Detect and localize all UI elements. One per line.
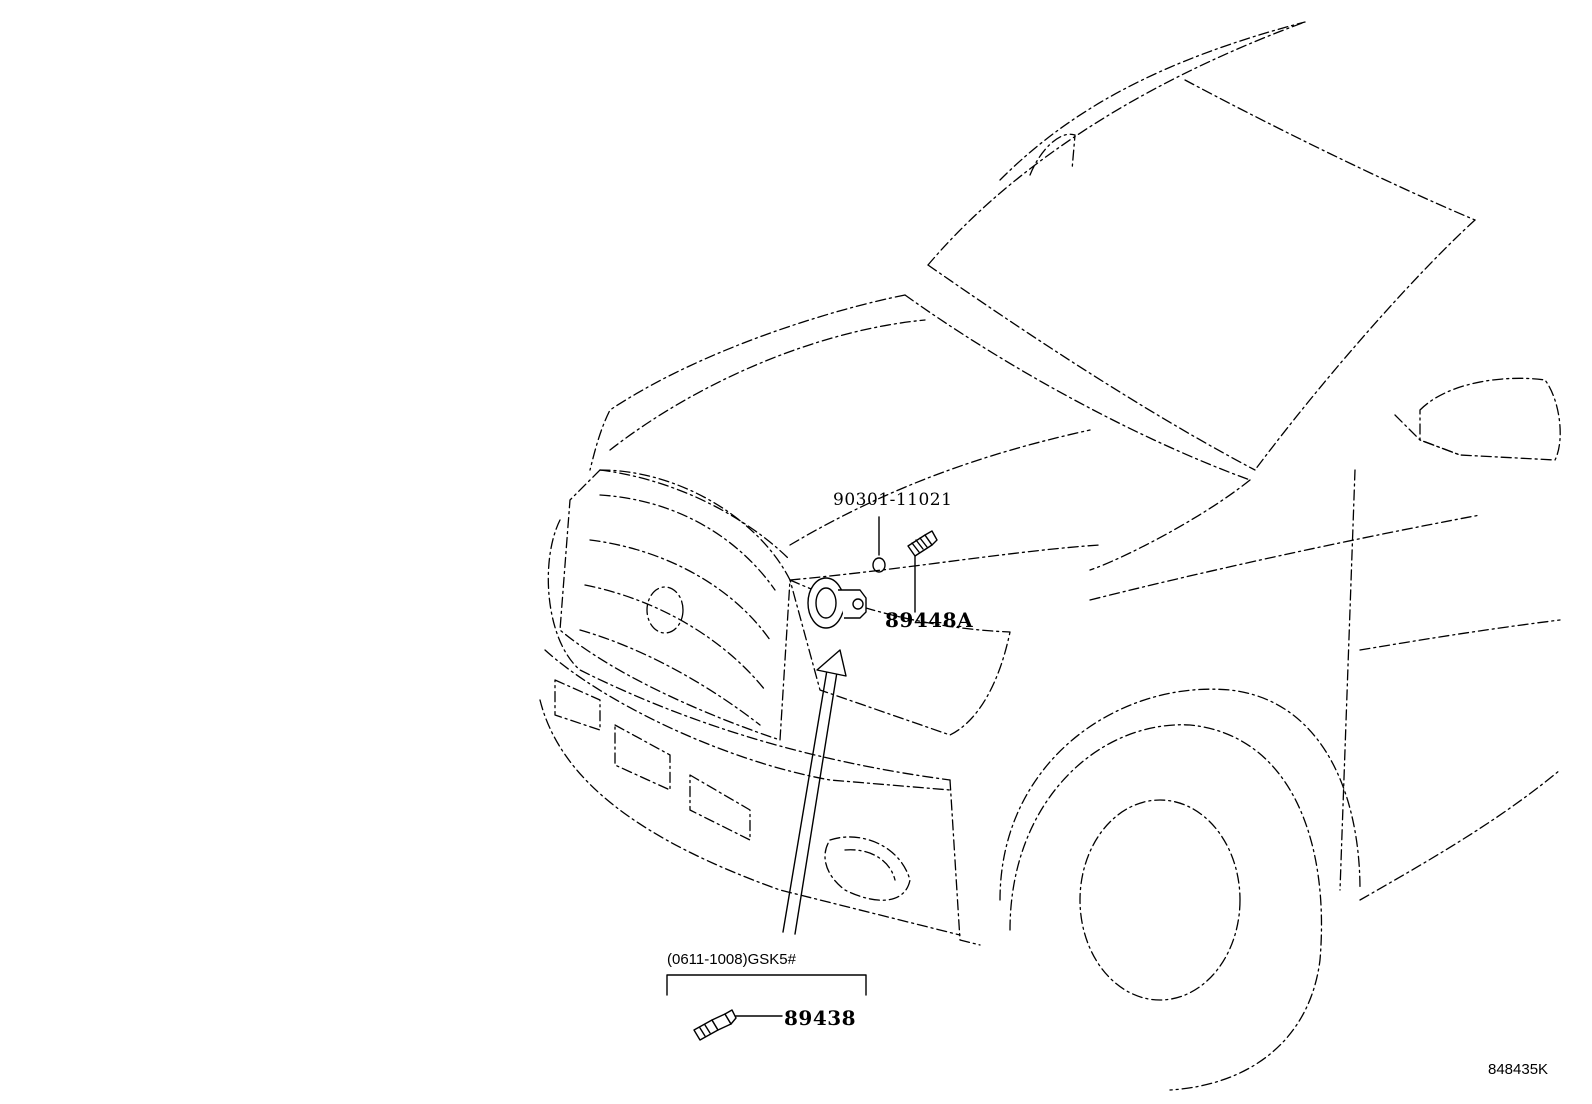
antenna	[1029, 133, 1076, 176]
bumper-slot-3	[689, 774, 751, 841]
roof-line-inner	[999, 21, 1306, 181]
body-side-1	[1089, 514, 1481, 601]
hood-crease-left	[609, 319, 926, 451]
door-line	[1339, 469, 1356, 891]
hood-crease-mid	[789, 429, 1091, 546]
a-pillar	[1254, 219, 1476, 471]
fog-lamp-inner	[844, 849, 896, 881]
roof-line	[927, 21, 1306, 266]
arrow-shaft-left	[782, 669, 828, 933]
applicability-note: (0611-1008)GSK5#	[667, 951, 796, 968]
side-mirror	[1419, 377, 1561, 461]
bumper-slot-2	[614, 724, 671, 791]
part-number-label-89448a: 89448A	[885, 608, 974, 632]
bumper-top	[547, 519, 951, 781]
bumper-lower	[539, 699, 961, 936]
horn-assembly	[807, 577, 867, 629]
wheel-arch	[999, 688, 1361, 901]
bumper-upper	[544, 649, 951, 791]
tire-outer	[1009, 724, 1323, 1091]
hood-front-edge	[599, 469, 791, 561]
fender-top	[1089, 479, 1251, 571]
fender-front	[949, 779, 981, 946]
arrow-shaft-right	[794, 671, 838, 935]
arrow-head	[816, 649, 847, 677]
part-number-label-89438: 89438	[784, 1006, 857, 1030]
mirror-arm	[1394, 414, 1461, 456]
grille-bar-3	[584, 584, 766, 691]
bumper-slot-1	[554, 679, 601, 731]
grille-bar-1	[599, 494, 776, 591]
lower-body	[1359, 769, 1561, 901]
windshield-top	[1184, 79, 1476, 221]
sensor-89448a	[907, 530, 938, 557]
applicability-bracket	[666, 974, 867, 996]
part-number-label-o-ring: 90301-11021	[833, 490, 953, 510]
body-side-2	[1359, 619, 1561, 651]
grille-outer	[559, 469, 791, 741]
hood-side	[789, 544, 1101, 581]
grille-bar-2	[589, 539, 771, 641]
figure-id: 848435K	[1488, 1061, 1549, 1078]
o-ring	[872, 557, 886, 573]
fog-lamp	[824, 836, 911, 901]
wheel-rim	[1079, 799, 1241, 1001]
cowl-line	[904, 294, 1251, 481]
sensor-89438	[693, 1009, 737, 1041]
hood-top	[589, 294, 906, 471]
grille-emblem	[646, 586, 684, 634]
windshield-bottom	[927, 264, 1256, 471]
grille-bar-4	[579, 629, 761, 726]
